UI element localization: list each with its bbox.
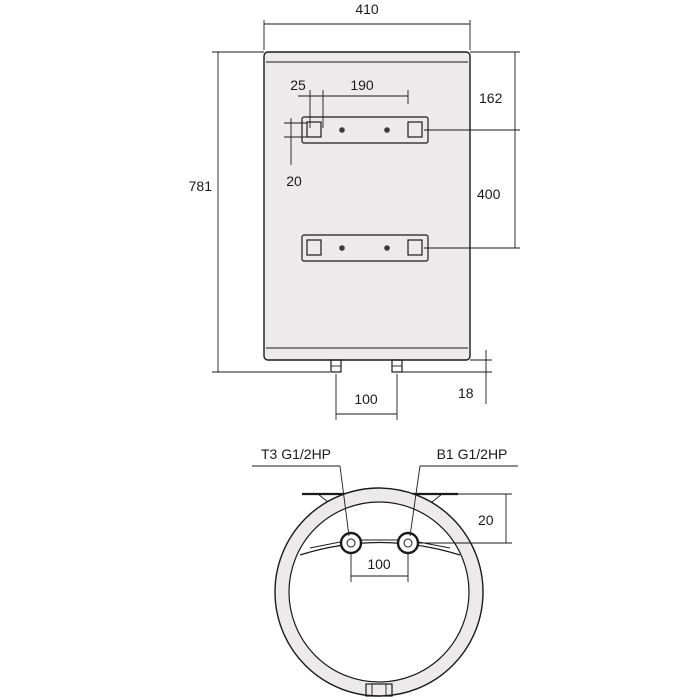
dim-pipe-length-label: 18: [458, 385, 474, 401]
dim-width-label: 410: [355, 1, 379, 17]
dim-top-to-bracket-label: 162: [479, 90, 503, 106]
front-view: 410 781 25 190 20: [189, 1, 520, 420]
label-right-group: B1 G1/2HP: [409, 446, 518, 537]
dim-pipe-offset: 20: [418, 493, 512, 544]
tank-inner-circle: [288, 501, 470, 683]
bottom-pipes: [330, 359, 403, 373]
dim-bracket-spacing-label: 190: [350, 77, 374, 93]
drain-stub: [365, 683, 393, 697]
dim-bracket-vertical-label: 400: [477, 186, 501, 202]
dim-pipe-length: 18: [402, 350, 492, 404]
dim-right: 162 400: [424, 51, 520, 249]
dim-pipe-spacing-front-label: 100: [354, 391, 378, 407]
dim-height: 781: [189, 51, 330, 373]
dim-hole-label: 20: [286, 173, 302, 189]
pipe-left: [339, 531, 363, 555]
dim-pipe-offset-label: 20: [478, 512, 494, 528]
label-left: T3 G1/2HP: [261, 446, 331, 462]
dim-bracket-offset-label: 25: [290, 77, 306, 93]
tank-inner-plate: [299, 541, 461, 556]
label-left-group: T3 G1/2HP: [252, 446, 350, 537]
dim-height-label: 781: [189, 178, 213, 194]
dim-width: 410: [263, 1, 471, 50]
dim-pipe-spacing-bottom-label: 100: [367, 556, 391, 572]
pipe-right: [396, 531, 420, 555]
dim-hole: 20: [284, 118, 307, 189]
dim-pipe-spacing-front: 100: [335, 374, 398, 420]
label-right: B1 G1/2HP: [437, 446, 508, 462]
dim-bracket-top: 25 190: [290, 77, 409, 128]
bottom-view: T3 G1/2HP B1 G1/2HP 20 100: [252, 446, 518, 697]
dim-pipe-spacing-bottom: 100: [350, 553, 409, 582]
tank-body: [263, 51, 471, 361]
